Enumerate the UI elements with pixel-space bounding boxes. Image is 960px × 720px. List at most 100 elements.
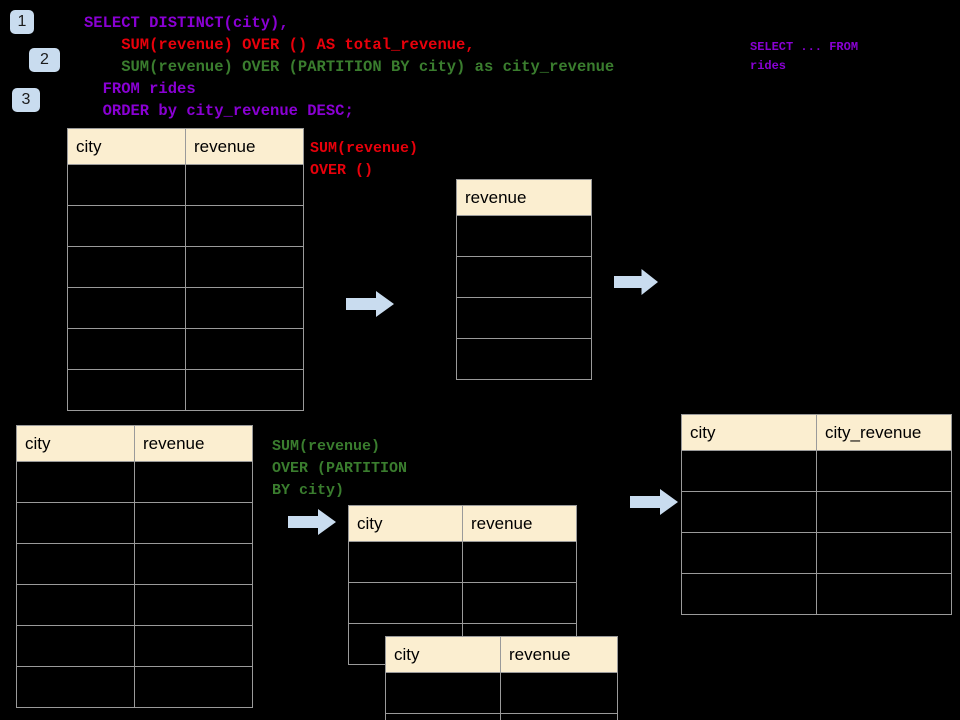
table-cell bbox=[16, 584, 135, 626]
column-header: city bbox=[681, 414, 817, 451]
step-badge-2[interactable]: 2 bbox=[29, 48, 60, 72]
table-cell bbox=[185, 287, 304, 329]
table-row bbox=[16, 543, 253, 585]
table-row bbox=[348, 541, 577, 583]
table-cell bbox=[348, 582, 463, 624]
table-cell bbox=[134, 666, 253, 708]
column-header: city bbox=[16, 425, 135, 462]
table-cell bbox=[681, 573, 817, 615]
table-cell bbox=[185, 246, 304, 288]
table-row bbox=[67, 205, 304, 247]
table-cell bbox=[67, 246, 186, 288]
sql-line-5: ORDER by city_revenue DESC; bbox=[84, 102, 354, 120]
table-row bbox=[456, 297, 592, 339]
table-cell bbox=[67, 205, 186, 247]
table-row bbox=[16, 666, 253, 708]
sql-line-2: SUM(revenue) OVER () AS total_revenue, bbox=[84, 36, 475, 54]
table-cell bbox=[816, 450, 952, 492]
step-badge-1[interactable]: 1 bbox=[10, 10, 34, 34]
table-total-revenue: revenue bbox=[456, 179, 592, 380]
table-cell bbox=[67, 164, 186, 206]
sql-line-1: SELECT DISTINCT(city), bbox=[84, 14, 289, 32]
table-cell bbox=[16, 461, 135, 503]
table-cell bbox=[16, 625, 135, 667]
table-row bbox=[16, 584, 253, 626]
table-row bbox=[456, 338, 592, 380]
table-cell bbox=[185, 369, 304, 411]
table-row bbox=[67, 164, 304, 206]
table-row bbox=[385, 713, 618, 720]
column-header: revenue bbox=[456, 179, 592, 216]
table-cell bbox=[456, 256, 592, 298]
table-row bbox=[456, 256, 592, 298]
table-row bbox=[67, 328, 304, 370]
table-cell bbox=[816, 532, 952, 574]
step-badge-3[interactable]: 3 bbox=[12, 88, 40, 112]
table-row bbox=[681, 450, 952, 492]
table-row bbox=[385, 672, 618, 714]
table-cell bbox=[67, 328, 186, 370]
table-cell bbox=[681, 450, 817, 492]
table-cell bbox=[134, 625, 253, 667]
table-cell bbox=[134, 502, 253, 544]
arrow-rides-to-partition-icon bbox=[288, 509, 336, 535]
column-header: city bbox=[67, 128, 186, 165]
sql-side-note: SELECT ... FROM rides bbox=[750, 40, 859, 73]
table-cell bbox=[681, 491, 817, 533]
table-row bbox=[67, 369, 304, 411]
table-cell bbox=[681, 532, 817, 574]
table-cell bbox=[134, 543, 253, 585]
table-cell bbox=[134, 584, 253, 626]
column-header: city bbox=[385, 636, 501, 673]
table-cell bbox=[67, 287, 186, 329]
table-cell bbox=[500, 713, 618, 720]
table-row bbox=[456, 215, 592, 257]
column-header: revenue bbox=[462, 505, 577, 542]
table-cell bbox=[67, 369, 186, 411]
table-header-row: revenue bbox=[456, 179, 592, 216]
table-row bbox=[348, 582, 577, 624]
table-cell bbox=[348, 541, 463, 583]
sql-line-3: SUM(revenue) OVER (PARTITION BY city) as… bbox=[84, 58, 615, 76]
column-header: city bbox=[348, 505, 463, 542]
table-cell bbox=[16, 666, 135, 708]
table-cell bbox=[816, 491, 952, 533]
table-cell bbox=[385, 713, 501, 720]
column-header: revenue bbox=[134, 425, 253, 462]
column-header: revenue bbox=[500, 636, 618, 673]
table-cell bbox=[185, 164, 304, 206]
table-cell bbox=[134, 461, 253, 503]
table-row bbox=[681, 573, 952, 615]
sql-line-4: FROM rides bbox=[84, 80, 196, 98]
arrow-partition-to-result-icon bbox=[630, 489, 678, 515]
table-cell bbox=[16, 543, 135, 585]
table-cell bbox=[16, 502, 135, 544]
sql-query-block: SELECT DISTINCT(city), SUM(revenue) OVER… bbox=[84, 12, 614, 122]
column-header: city_revenue bbox=[816, 414, 952, 451]
annot-city-revenue: SUM(revenue) OVER (PARTITION BY city) bbox=[272, 438, 408, 499]
table-cell bbox=[462, 541, 577, 583]
arrow-total-to-result-icon bbox=[614, 269, 658, 295]
table-row bbox=[681, 532, 952, 574]
table-row bbox=[67, 287, 304, 329]
column-header: revenue bbox=[185, 128, 304, 165]
table-row bbox=[16, 502, 253, 544]
table-cell bbox=[816, 573, 952, 615]
table-row bbox=[67, 246, 304, 288]
table-cell bbox=[185, 328, 304, 370]
table-cell bbox=[456, 297, 592, 339]
table-cell bbox=[456, 338, 592, 380]
table-cell bbox=[456, 215, 592, 257]
table-cell bbox=[500, 672, 618, 714]
table-cell bbox=[185, 205, 304, 247]
table-row bbox=[681, 491, 952, 533]
table-row bbox=[16, 625, 253, 667]
